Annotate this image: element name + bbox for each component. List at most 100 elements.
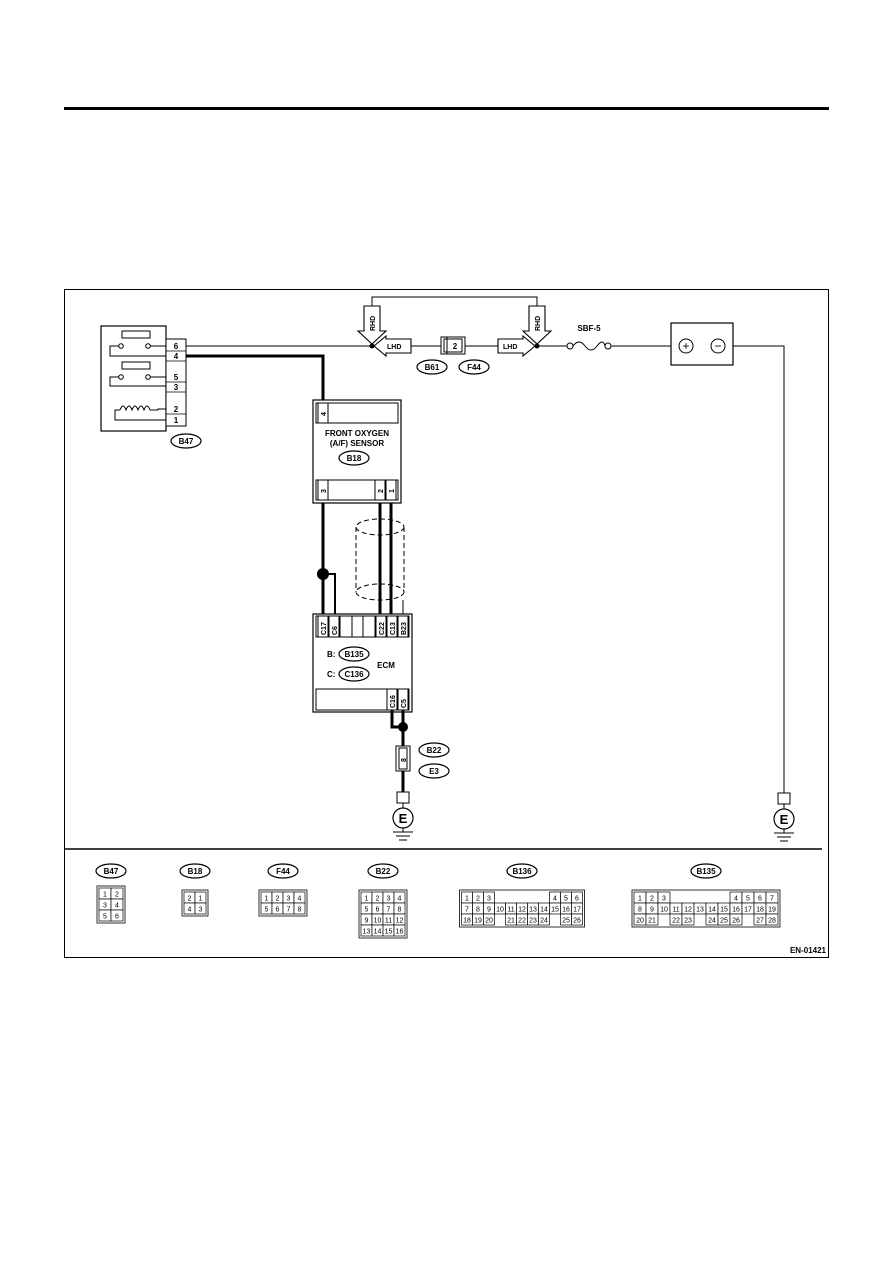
connector-cavity-label: 6	[276, 907, 280, 914]
ground-symbol-battery: E	[773, 792, 795, 842]
diagram-frame	[64, 289, 829, 958]
connector-cavity-label: 2	[650, 896, 654, 903]
connector-cavity-label: 2	[115, 892, 119, 899]
ecm-pin-c5: C5	[401, 699, 408, 708]
connector-cavity	[110, 909, 124, 922]
connector-cavity-label: 17	[744, 907, 752, 914]
rhd-label-right: RHD	[535, 316, 542, 331]
connector-cavity	[681, 913, 695, 926]
connector-view-tag: B22	[376, 867, 391, 876]
connector-cavity-label: 1	[199, 896, 203, 903]
connector-cavity-label: 5	[365, 907, 369, 914]
connector-cavity-label: 7	[287, 907, 291, 914]
lhd-label-right: LHD	[503, 344, 517, 351]
connector-cavity-label: 4	[553, 896, 557, 903]
b47-pin-label: 3	[174, 383, 179, 392]
connector-cavity-label: 16	[732, 907, 740, 914]
ecm-ground-wiring: 8 B22 E3	[390, 710, 450, 792]
connector-cavity-label: 9	[650, 907, 654, 914]
connector-cavity	[571, 913, 583, 926]
connector-cavity-label: 7	[387, 907, 391, 914]
connector-cavity-label: 22	[518, 918, 526, 925]
connector-view-tag: F44	[276, 867, 290, 876]
connector-cavity-label: 12	[684, 907, 692, 914]
connector-cavity-label: 5	[265, 907, 269, 914]
connector-cavity-label: 23	[684, 918, 692, 925]
connector-cavity-label: 18	[756, 907, 764, 914]
connector-cavity-label: 19	[768, 907, 776, 914]
sensor-title-line1: FRONT OXYGEN	[325, 429, 389, 438]
battery-minus: −	[714, 339, 721, 353]
ecm-pin-c17: C17	[321, 622, 328, 635]
connector-cavity-label: 6	[376, 907, 380, 914]
connector-cavity-label: 2	[376, 896, 380, 903]
connector-cavity-label: 3	[199, 907, 203, 914]
connector-cavity-label: 1	[638, 896, 642, 903]
connector-cavity-label: 21	[648, 918, 656, 925]
harness-connector-pin: 2	[453, 342, 458, 351]
connector-cavity-label: 1	[465, 896, 469, 903]
connector-cavity-label: 10	[374, 918, 382, 925]
connector-cavity-label: 26	[573, 918, 581, 925]
b47-pin-label: 4	[174, 352, 179, 361]
connector-cavity-label: 24	[708, 918, 716, 925]
sensor-pin-1: 1	[389, 489, 396, 493]
f44-tag-label: F44	[467, 363, 481, 372]
connector-cavity-label: 24	[540, 918, 548, 925]
ecm-connector-b: B135	[344, 650, 364, 659]
rhd-label-left: RHD	[370, 316, 377, 331]
header-rule	[64, 107, 829, 110]
connector-cavity-label: 8	[638, 907, 642, 914]
connector-view-tag: B135	[696, 867, 716, 876]
connector-cavity-label: 5	[564, 896, 568, 903]
ecm-pin-c13: C13	[390, 622, 397, 635]
connector-cavity-label: 12	[518, 907, 526, 914]
sensor-pin-3: 3	[321, 489, 328, 493]
connector-cavity-label: 14	[708, 907, 716, 914]
ecm-title: ECM	[377, 661, 395, 670]
connector-cavity-label: 5	[746, 896, 750, 903]
ecm-c-prefix: C:	[327, 670, 335, 679]
fuse-label: SBF-5	[577, 324, 601, 333]
connector-cavity-label: 14	[374, 929, 382, 936]
connector-cavity-label: 17	[573, 907, 581, 914]
connector-cavity-label: 6	[758, 896, 762, 903]
connector-cavity-label: 6	[575, 896, 579, 903]
connector-cavity-label: 1	[265, 896, 269, 903]
connector-cavity-label: 16	[396, 929, 404, 936]
connector-cavity-label: 25	[562, 918, 570, 925]
b47-pin-label: 1	[174, 416, 179, 425]
ecm-pin-c6: C6	[332, 626, 339, 635]
connector-cavity-label: 28	[768, 918, 776, 925]
connector-cavity-label: 2	[276, 896, 280, 903]
rhd-arrow-left: RHD	[356, 305, 388, 345]
ecm-pin-c22: C22	[379, 622, 386, 635]
connector-cavity-label: 4	[188, 907, 192, 914]
connector-cavity-label: 14	[540, 907, 548, 914]
connector-cavity-label: 10	[496, 907, 504, 914]
connector-cavity-label: 25	[720, 918, 728, 925]
connector-cavity-label: 1	[103, 892, 107, 899]
connector-cavity-label: 15	[720, 907, 728, 914]
fuse-sbf5: SBF-5	[566, 324, 612, 351]
b61-tag: B61	[416, 359, 448, 375]
sensor-connector-tag: B18	[347, 454, 362, 463]
ecm-b-prefix: B:	[327, 650, 335, 659]
connector-cavity	[729, 913, 743, 926]
connector-view-tag: B18	[188, 867, 203, 876]
connector-cavity-label: 15	[385, 929, 393, 936]
shield-cylinder	[355, 518, 405, 601]
battery-plus: +	[682, 339, 689, 353]
ground-tag-b22: B22	[427, 746, 442, 755]
b47-pin-label: 5	[174, 373, 179, 382]
connector-cavity-label: 13	[363, 929, 371, 936]
f44-tag: F44	[458, 359, 490, 375]
connector-cavity-label: 3	[662, 896, 666, 903]
connector-cavity-label: 8	[476, 907, 480, 914]
connector-cavity-label: 3	[287, 896, 291, 903]
connector-cavity-label: 11	[385, 918, 392, 925]
